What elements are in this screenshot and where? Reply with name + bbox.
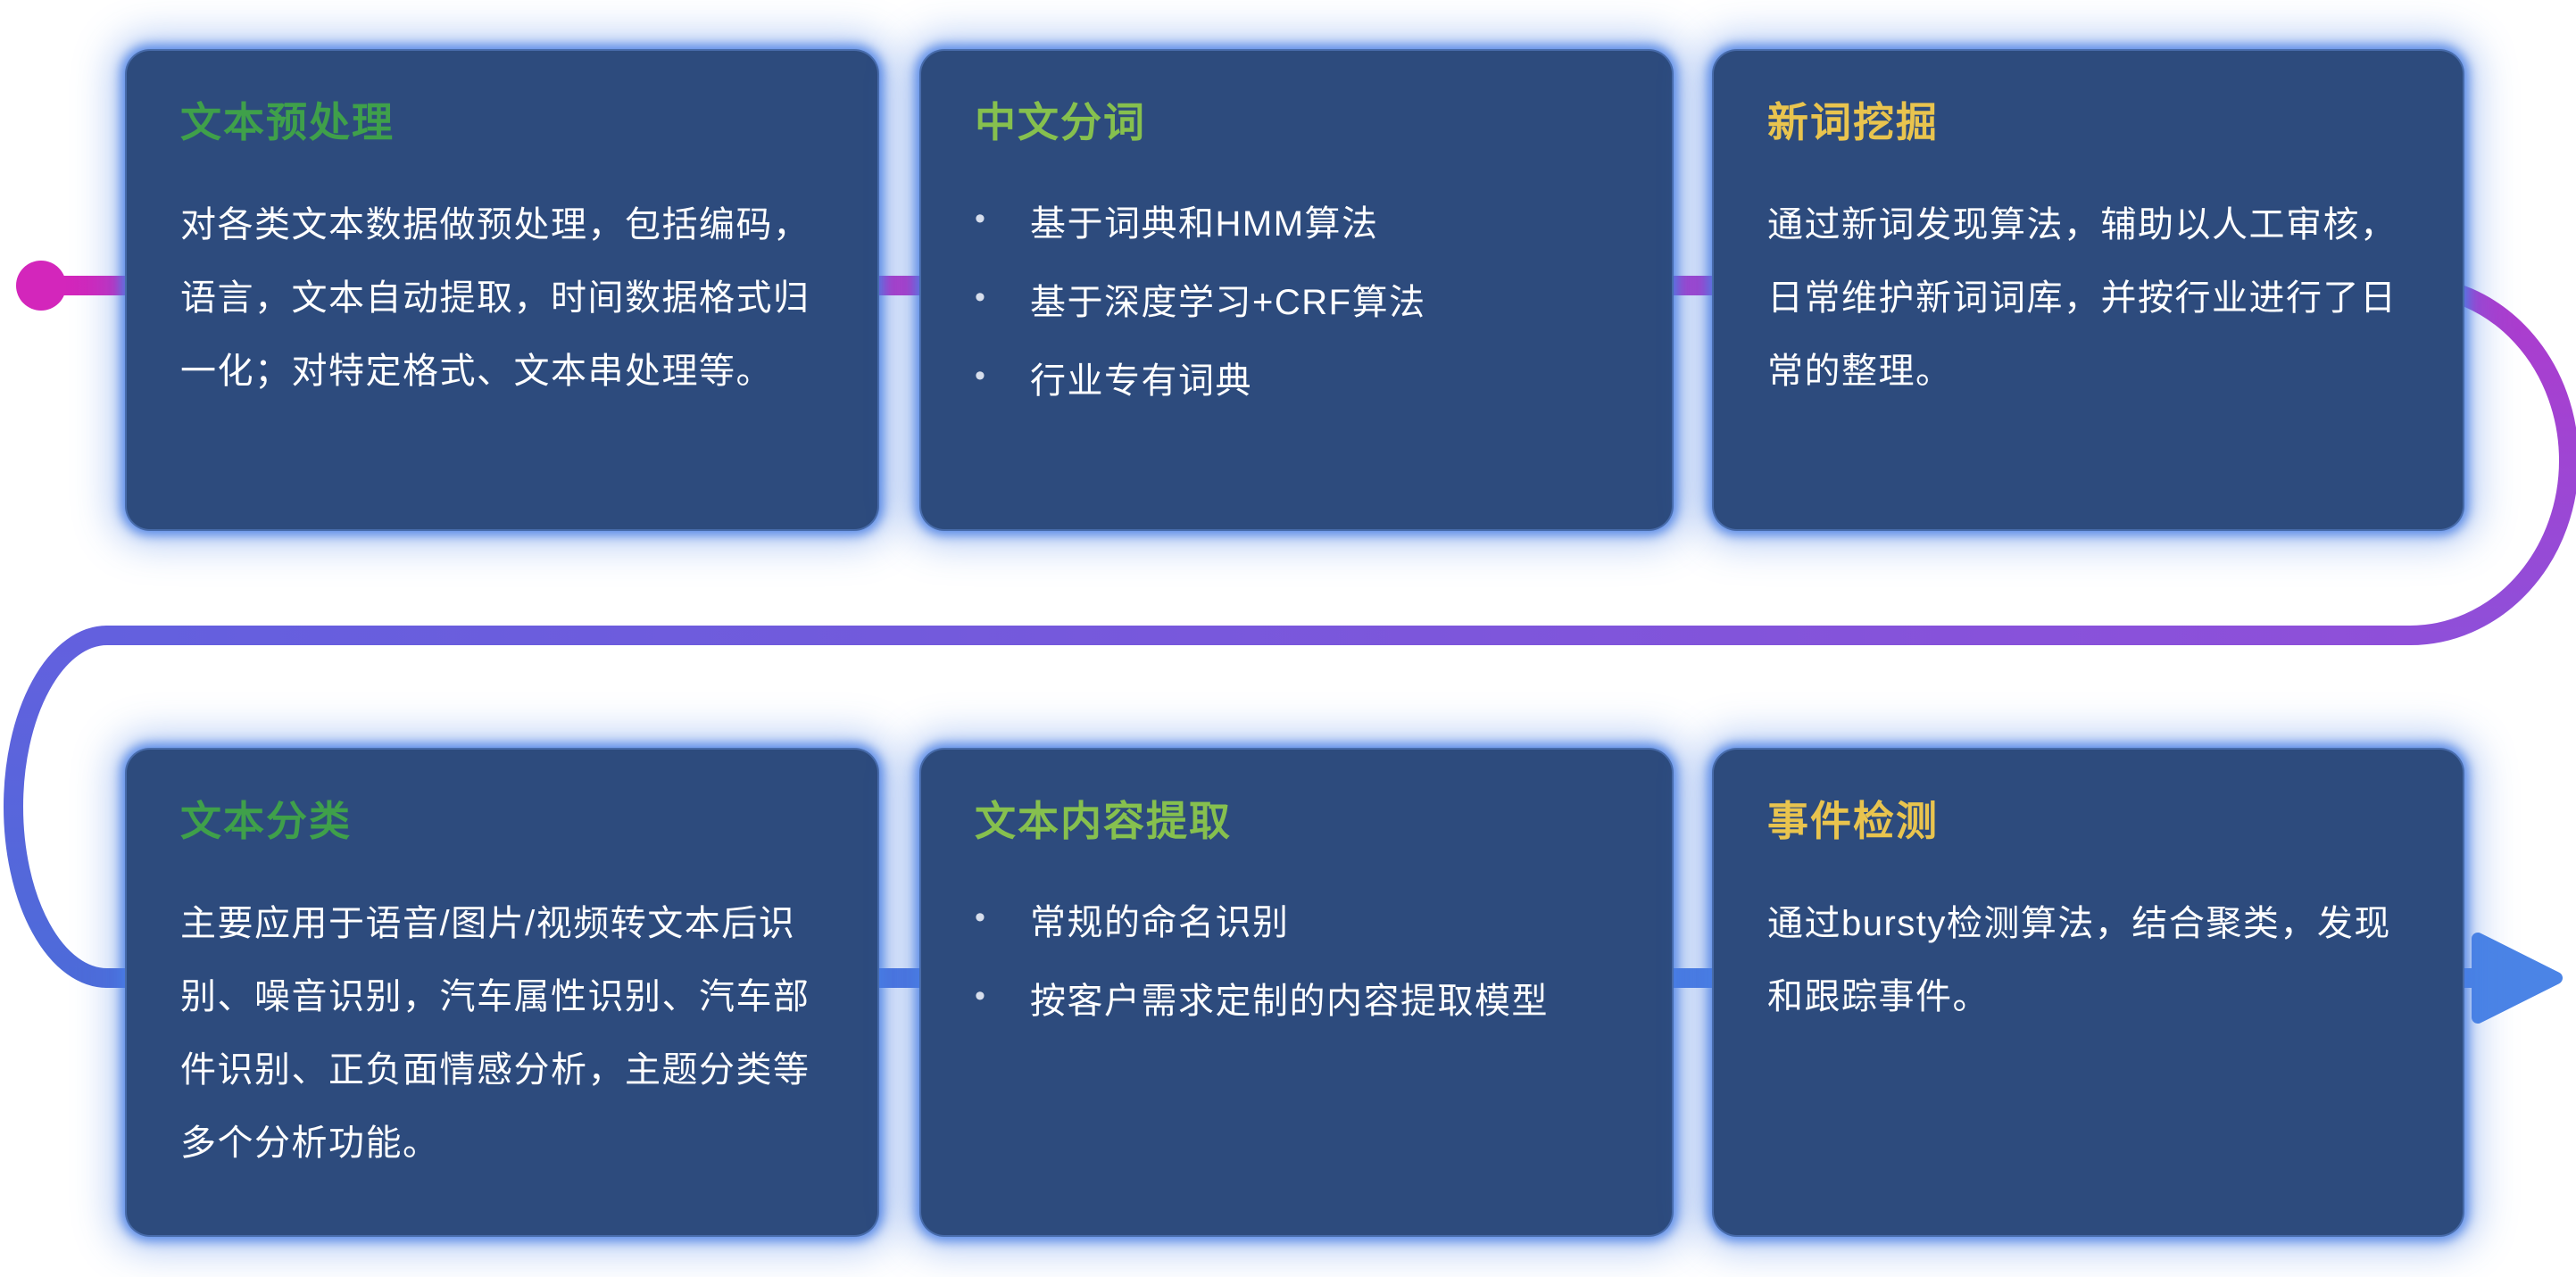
bullet-text: 行业专有词典 <box>1030 361 1252 401</box>
card-title: 文本分类 <box>180 798 352 844</box>
bullet-list: • 常规的命名识别 • 按客户需求定制的内容提取模型 <box>975 887 1618 1037</box>
card-text-content-extraction: 文本内容提取 • 常规的命名识别 • 按客户需求定制的内容提取模型 <box>919 748 1674 1237</box>
card-body: 主要应用于语音/图片/视频转文本后识别、噪音识别，汽车属性识别、汽车部件识别、正… <box>180 904 810 1163</box>
bullet-text: 基于深度学习+CRF算法 <box>1030 283 1426 322</box>
bullet-item: • 行业专有词典 <box>975 345 1618 417</box>
bullet-item: • 常规的命名识别 <box>975 887 1618 958</box>
bullet-icon: • <box>975 900 987 934</box>
bullet-icon: • <box>975 359 987 393</box>
card-title: 新词挖掘 <box>1767 99 1939 145</box>
flow-curve-right <box>2400 276 2576 645</box>
card-title: 文本内容提取 <box>975 798 1232 844</box>
flow-arrow-icon <box>2472 933 2563 1024</box>
bullet-icon: • <box>975 202 987 236</box>
card-text-classification: 文本分类 主要应用于语音/图片/视频转文本后识别、噪音识别，汽车属性识别、汽车部… <box>125 748 879 1237</box>
bullet-item: • 基于词典和HMM算法 <box>975 188 1618 260</box>
bullet-icon: • <box>975 280 987 314</box>
card-new-word-mining: 新词挖掘 通过新词发现算法，辅助以人工审核，日常维护新词词库，并按行业进行了日常… <box>1712 49 2464 531</box>
card-event-detection: 事件检测 通过bursty检测算法，结合聚类，发现和跟踪事件。 <box>1712 748 2464 1237</box>
bullet-list: • 基于词典和HMM算法 • 基于深度学习+CRF算法 • 行业专有词典 <box>975 188 1618 417</box>
card-body: 通过新词发现算法，辅助以人工审核，日常维护新词词库，并按行业进行了日常的整理。 <box>1767 205 2397 391</box>
card-title: 文本预处理 <box>180 99 395 145</box>
flow-curve-left <box>4 626 117 988</box>
card-title: 中文分词 <box>975 99 1146 145</box>
bullet-text: 常规的命名识别 <box>1030 903 1290 942</box>
bullet-text: 按客户需求定制的内容提取模型 <box>1030 982 1549 1021</box>
card-text-preprocessing: 文本预处理 对各类文本数据做预处理，包括编码，语言，文本自动提取，时间数据格式归… <box>125 49 879 531</box>
bullet-item: • 基于深度学习+CRF算法 <box>975 267 1618 338</box>
bullet-icon: • <box>975 979 987 1013</box>
flow-start-dot-icon <box>16 261 66 311</box>
bullet-item: • 按客户需求定制的内容提取模型 <box>975 966 1618 1037</box>
card-body: 对各类文本数据做预处理，包括编码，语言，文本自动提取，时间数据格式归一化；对特定… <box>180 205 810 391</box>
card-body: 通过bursty检测算法，结合聚类，发现和跟踪事件。 <box>1767 904 2391 1016</box>
card-chinese-word-segmentation: 中文分词 • 基于词典和HMM算法 • 基于深度学习+CRF算法 • 行业专有词… <box>919 49 1674 531</box>
card-title: 事件检测 <box>1767 798 1939 844</box>
bullet-text: 基于词典和HMM算法 <box>1030 204 1379 244</box>
